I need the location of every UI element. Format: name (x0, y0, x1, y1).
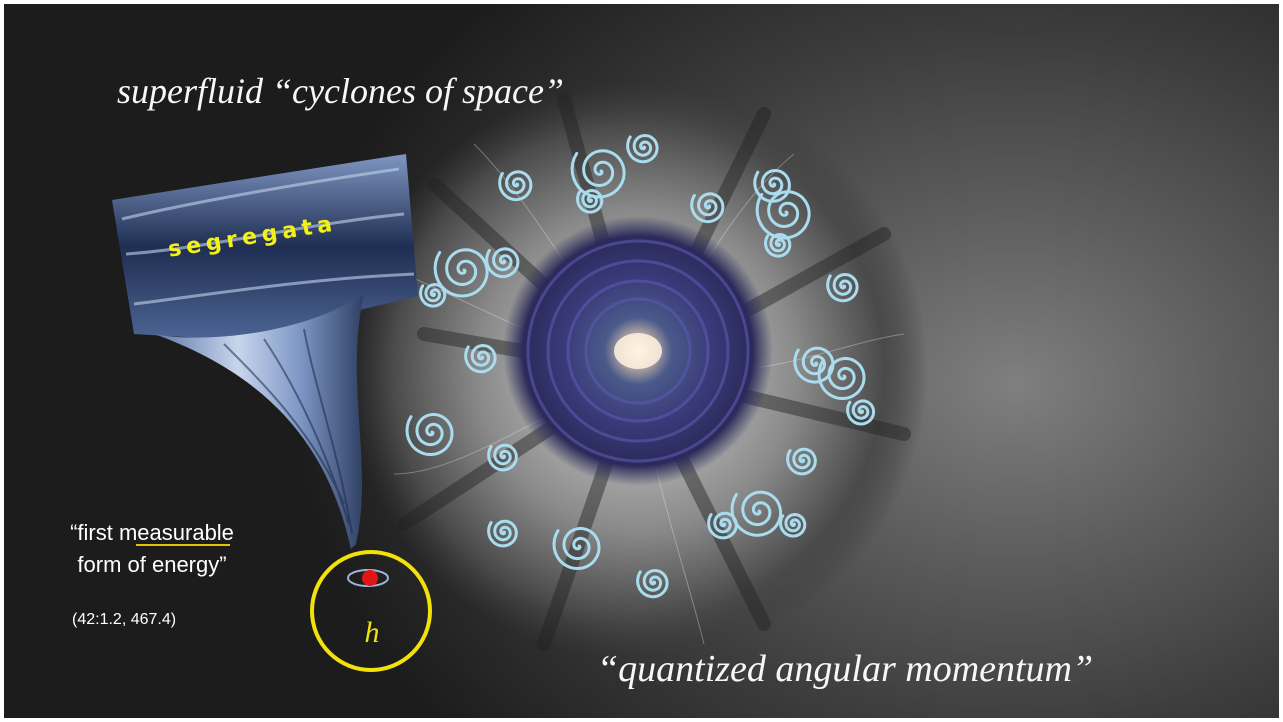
spiral-11 (418, 282, 447, 308)
spiral-5 (690, 192, 725, 224)
spiral-14 (793, 346, 835, 384)
spiral-21 (707, 511, 738, 540)
spiral-6 (753, 168, 791, 203)
spiral-16 (846, 399, 876, 426)
spiral-17 (405, 412, 454, 457)
spiral-1 (498, 170, 533, 202)
spiral-15 (817, 356, 866, 401)
energy-quote: “first measurable form of energy” (57, 517, 247, 581)
illustration: segregata (112, 81, 928, 672)
spiral-24 (487, 519, 518, 548)
red-dot (362, 570, 378, 586)
spiral-7 (755, 190, 811, 240)
slide: segregata superfluid “cyclones of space”… (4, 4, 1279, 718)
spiral-10 (485, 247, 520, 279)
spiral-18 (487, 443, 518, 472)
spiral-22 (778, 512, 807, 538)
spiral-3 (626, 133, 659, 164)
spiral-13 (464, 343, 497, 374)
spiral-4 (575, 188, 604, 214)
spiral-23 (552, 526, 601, 571)
spiral-19 (786, 447, 817, 476)
quote-emphasis: measurable (118, 520, 234, 545)
spiral-9 (433, 248, 489, 298)
title-top: superfluid “cyclones of space” (117, 71, 564, 111)
planck-symbol: h (364, 616, 380, 649)
title-bottom: “quantized angular momentum” (597, 648, 1094, 690)
spiral-8 (763, 232, 792, 258)
planck-ring (310, 550, 432, 672)
quote-line1: “first (70, 520, 119, 545)
quote-line2: form of energy” (77, 552, 227, 577)
spiral-20 (730, 490, 783, 537)
tornado: segregata (112, 154, 418, 549)
spiral-2 (570, 149, 626, 199)
spiral-12 (826, 272, 859, 303)
citation: (42:1.2, 467.4) (72, 611, 177, 628)
spiral-25 (636, 568, 669, 599)
spiral-group (405, 133, 876, 599)
central-vortex (503, 216, 773, 486)
